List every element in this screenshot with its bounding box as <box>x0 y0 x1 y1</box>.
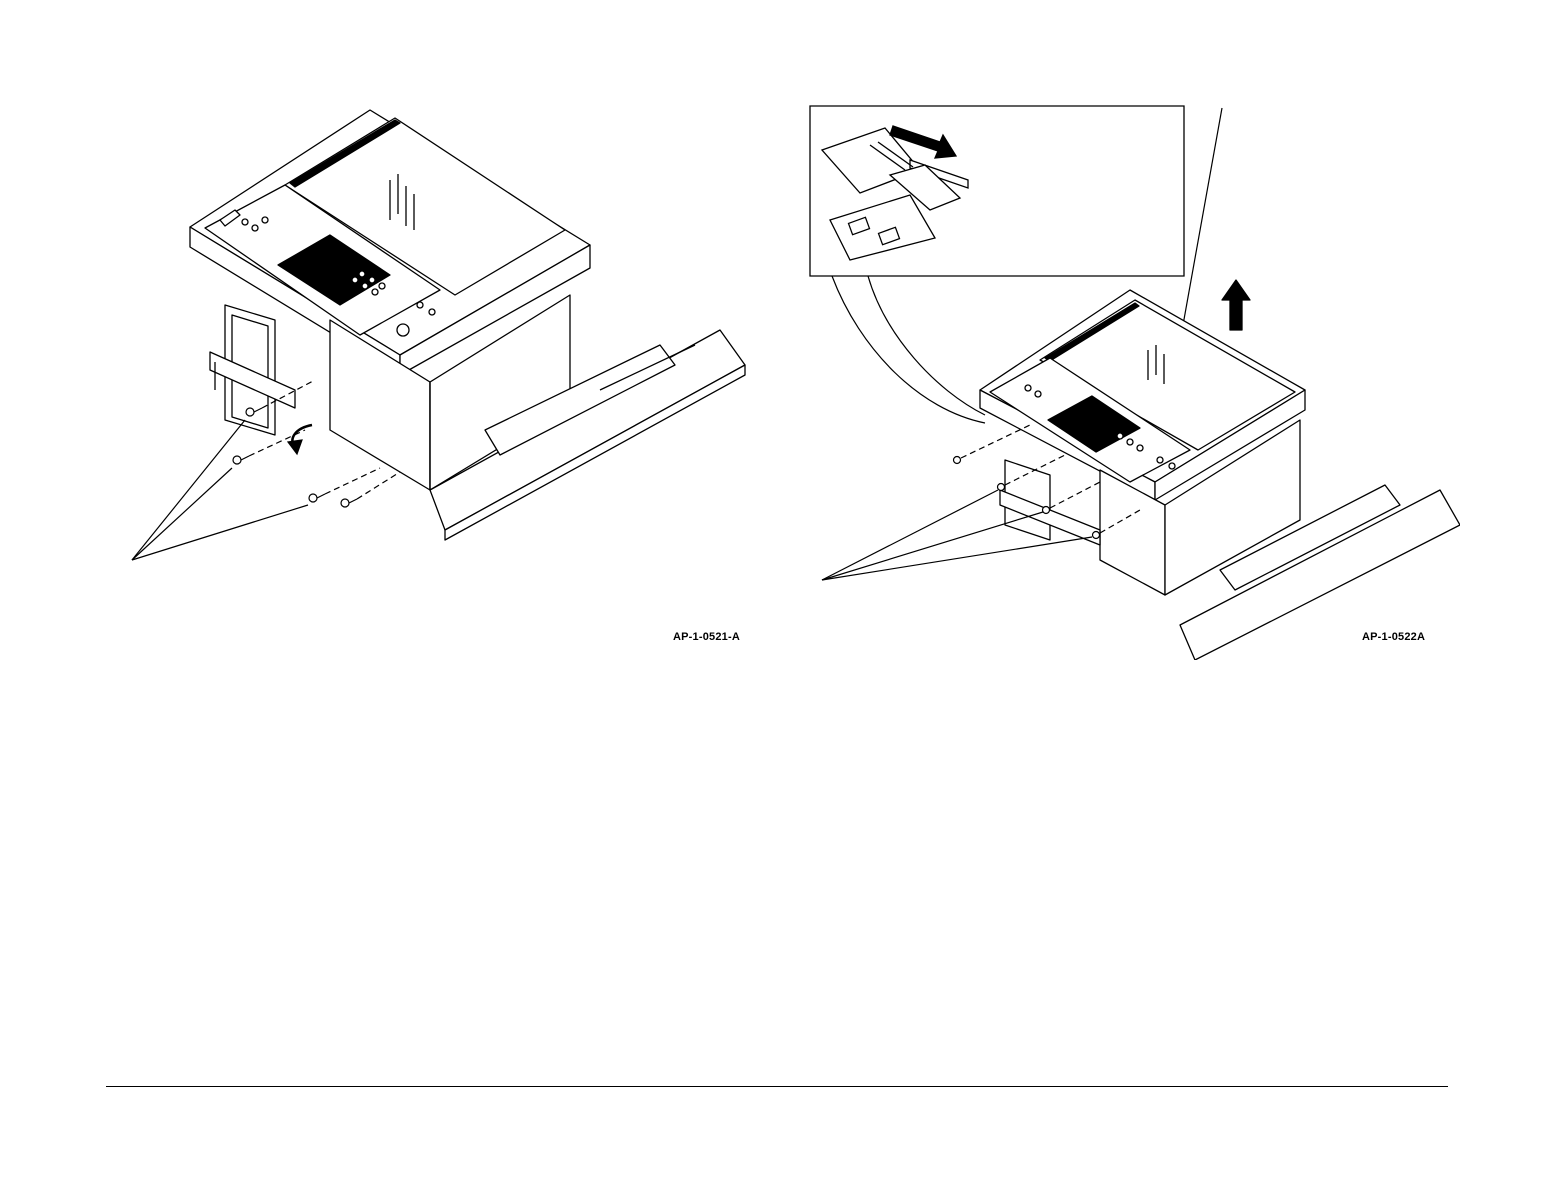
figure-id: AP-1-0522A <box>1362 631 1425 643</box>
screw-1 <box>954 457 961 464</box>
screw-3 <box>1043 507 1050 514</box>
screw-2 <box>233 456 249 464</box>
detail-inset <box>810 106 1184 276</box>
figure-1-illustration <box>100 90 760 660</box>
callout-lines <box>822 490 1092 580</box>
scanner-lift-arrow <box>1222 280 1250 330</box>
figure-2: AP-1-0522A <box>800 90 1460 660</box>
screw-4 <box>341 499 357 507</box>
figure-id: AP-1-0521-A <box>673 631 740 643</box>
figure-2-illustration <box>800 90 1460 660</box>
screw-3 <box>309 494 325 502</box>
footer-rule <box>106 1086 1448 1087</box>
screw-4 <box>1093 532 1100 539</box>
screw-2 <box>998 484 1005 491</box>
figure-1: AP-1-0521-A <box>100 90 760 660</box>
left-frame <box>1000 460 1100 545</box>
